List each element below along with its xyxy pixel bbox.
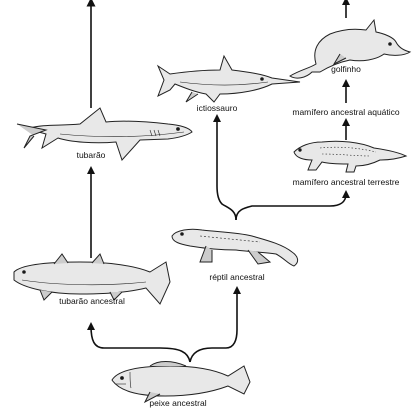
- label-mamifero-ancestral-terrestre: mamífero ancestral terrestre: [293, 178, 400, 187]
- ancestral-fish-icon: [112, 362, 250, 403]
- arrow-fish-to-ancestral-reptile: [190, 290, 237, 362]
- label-peixe-ancestral: peixe ancestral: [149, 399, 206, 408]
- label-ictiossauro: ictiossauro: [197, 104, 238, 113]
- ichthyosaur-icon: [158, 56, 300, 102]
- arrow-reptile-to-ichthyosaur: [217, 118, 236, 220]
- label-golfinho: golfinho: [331, 65, 361, 74]
- arrow-reptile-to-terrestrial-mammal: [236, 194, 346, 220]
- terrestrial-mammal-icon: [294, 141, 406, 172]
- ancestral-reptile-icon: [172, 229, 298, 266]
- label-mamifero-ancestral-aquatico: mamífero ancestral aquático: [292, 108, 399, 117]
- label-tubarao: tubarão: [77, 151, 106, 160]
- label-reptil-ancestral: réptil ancestral: [209, 273, 264, 282]
- label-tubarao-ancestral: tubarão ancestral: [59, 297, 125, 306]
- arrow-fish-to-ancestral-shark: [91, 326, 190, 362]
